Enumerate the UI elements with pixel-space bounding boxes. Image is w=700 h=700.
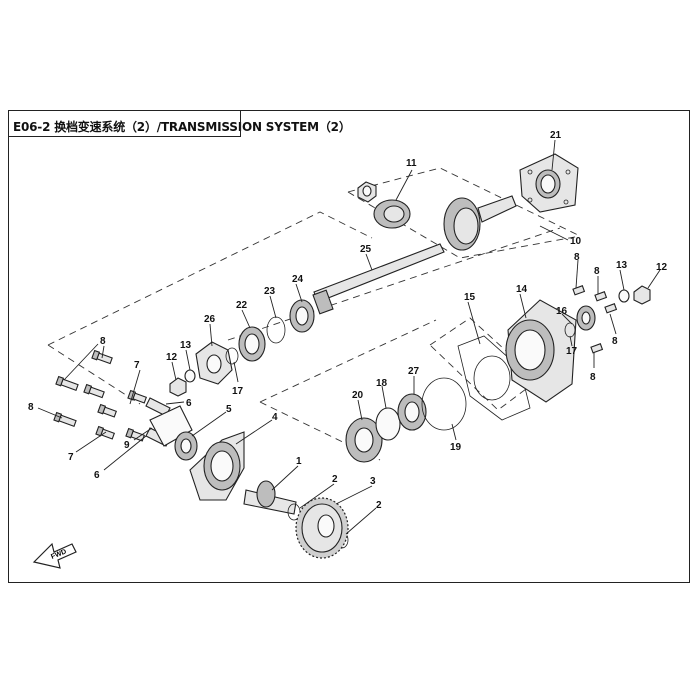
part-11-nut — [357, 181, 377, 203]
callout-25: 25 — [360, 244, 372, 255]
part-19-ring — [421, 377, 467, 431]
callout-19: 19 — [450, 442, 462, 453]
callout-11: 11 — [406, 158, 417, 169]
callout-2-bottom: 2 — [376, 500, 382, 511]
callout-7-bottom: 7 — [68, 452, 74, 463]
callout-5: 5 — [226, 404, 232, 415]
part-26-yoke — [195, 341, 233, 385]
callout-20: 20 — [352, 390, 364, 401]
part-21-flange — [519, 153, 579, 213]
callout-24: 24 — [292, 274, 304, 285]
callout-labels: 21 11 10 25 24 23 22 26 13 12 17 8 8 7 7… — [28, 130, 668, 511]
part-23-ring — [266, 316, 286, 344]
callout-6-top: 6 — [186, 398, 192, 409]
callout-1: 1 — [296, 456, 302, 467]
part-27-bearing — [397, 393, 427, 431]
callout-21: 21 — [550, 130, 562, 141]
callout-9: 9 — [124, 440, 130, 451]
part-15-gasket — [457, 335, 531, 421]
part-18-ring — [375, 407, 401, 441]
part-24-bearing — [289, 299, 315, 333]
callout-13-right: 13 — [616, 260, 628, 271]
part-4-housing — [189, 431, 245, 501]
title-divider — [8, 136, 240, 137]
callout-17-right: 17 — [566, 346, 578, 357]
title-divider-vertical — [240, 110, 241, 137]
part-12-nut — [169, 377, 187, 397]
callout-15: 15 — [464, 292, 476, 303]
diagram-frame — [8, 110, 690, 583]
part-25-shaft — [312, 243, 445, 315]
part-10-bevel-gear — [373, 195, 517, 251]
callout-8-right-top: 8 — [574, 252, 580, 263]
part-1-gear-shaft — [243, 480, 297, 515]
callout-16: 16 — [556, 306, 568, 317]
bolt-cluster-right — [572, 285, 618, 354]
callout-4: 4 — [272, 412, 278, 423]
callout-8-left: 8 — [28, 402, 34, 413]
part-12-nut-right — [633, 285, 651, 305]
callout-12-left: 12 — [166, 352, 178, 363]
callout-26: 26 — [204, 314, 216, 325]
part-14-housing — [505, 299, 577, 403]
callout-8-right-mid: 8 — [594, 266, 600, 277]
callout-23: 23 — [264, 286, 276, 297]
leader-lines — [37, 139, 661, 535]
callout-18: 18 — [376, 378, 388, 389]
callout-8-right-bottom: 8 — [590, 372, 596, 383]
part-3-gear — [295, 497, 349, 559]
callout-8-top-left: 8 — [100, 336, 106, 347]
callout-8-right-lower: 8 — [612, 336, 618, 347]
callout-10: 10 — [570, 236, 582, 247]
part-13-washer-right — [618, 289, 630, 303]
forward-direction-arrow: FWD — [32, 542, 77, 569]
part-5-seal — [174, 431, 198, 461]
bolt-cluster-left — [53, 349, 148, 442]
part-16-seal — [576, 305, 596, 331]
callout-7-top: 7 — [134, 360, 140, 371]
callout-14: 14 — [516, 284, 528, 295]
callout-2-top: 2 — [332, 474, 338, 485]
callout-3: 3 — [370, 476, 376, 487]
part-13-washer — [184, 369, 196, 383]
part-22-seal — [238, 326, 266, 362]
part-17-oring — [225, 347, 239, 365]
callout-6-bottom: 6 — [94, 470, 100, 481]
callout-22: 22 — [236, 300, 248, 311]
callout-17-left: 17 — [232, 386, 244, 397]
part-20-bearing — [345, 417, 383, 463]
callout-12-right: 12 — [656, 262, 668, 273]
page-title: E06-2 换档变速系统（2）/TRANSMISSION SYSTEM（2） — [13, 120, 351, 134]
callout-27: 27 — [408, 366, 420, 377]
callout-13-left: 13 — [180, 340, 192, 351]
